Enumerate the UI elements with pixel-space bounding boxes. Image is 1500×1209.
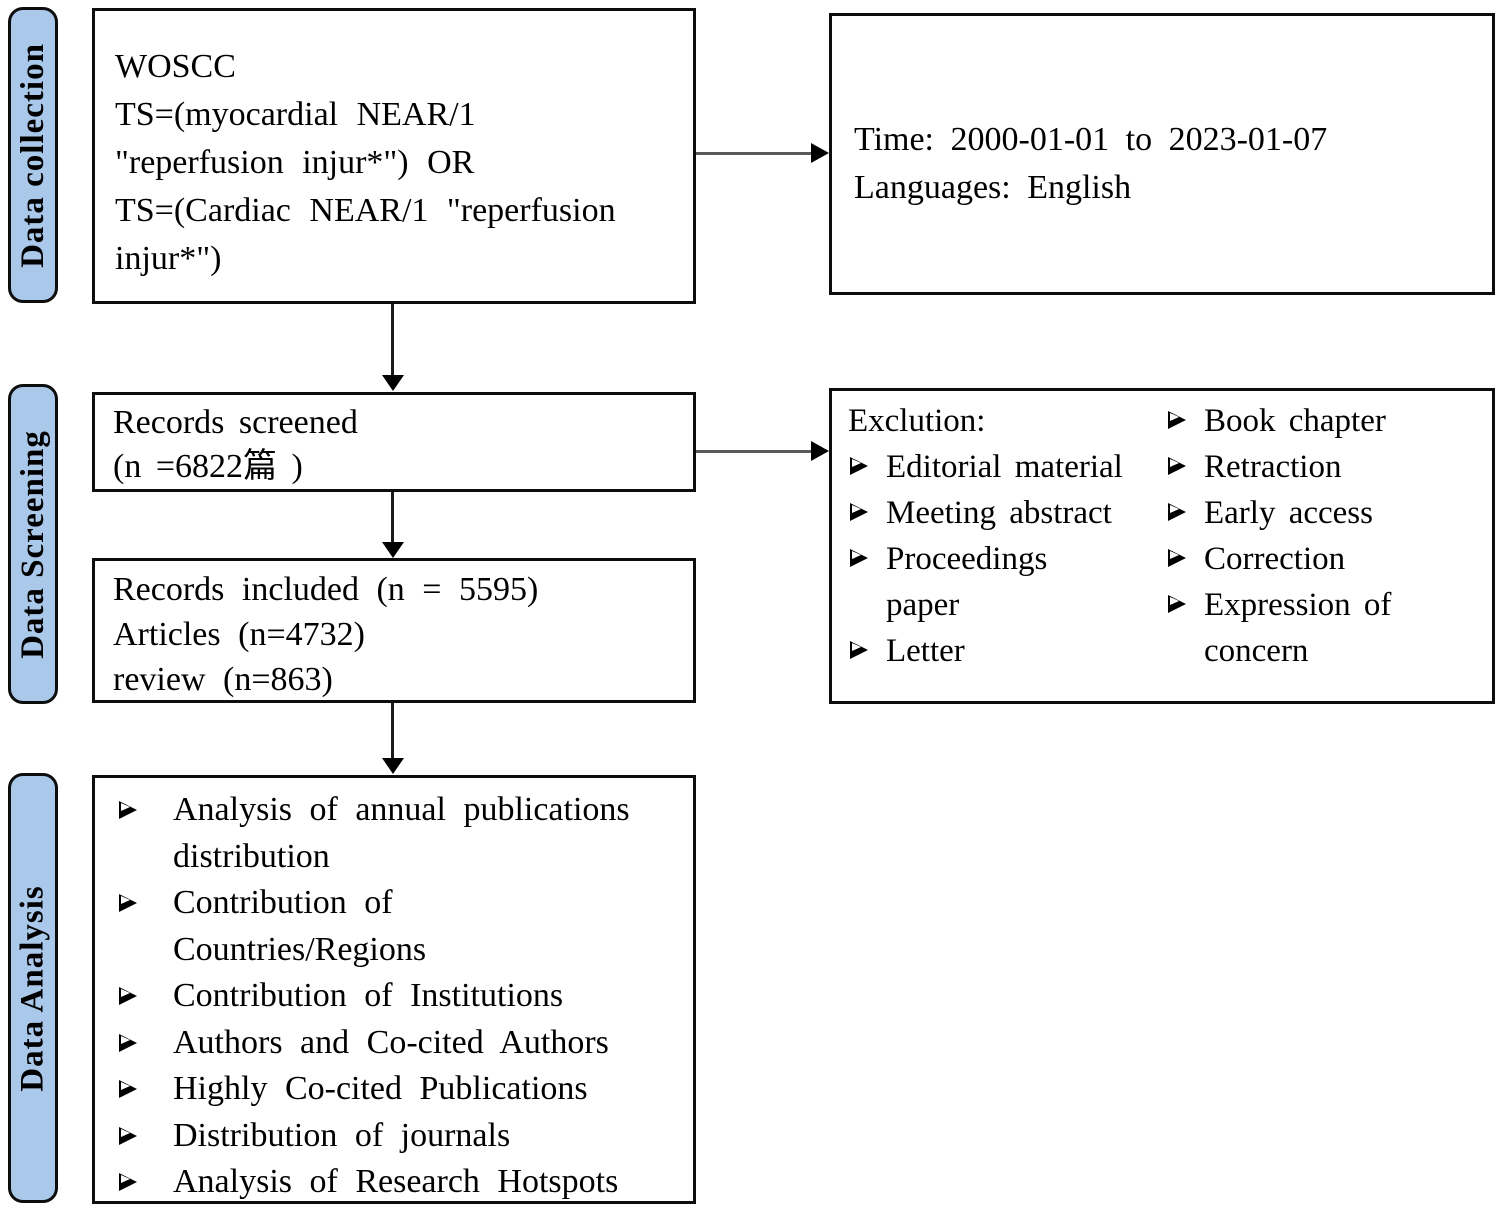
query-line: TS=(Cardiac NEAR/1 "reperfusion [115,192,616,229]
arrowhead-bullet-icon [1168,503,1186,521]
stage-label-text: Data Screening [14,429,51,659]
exclusion-item: Proceedings paper [848,536,1164,628]
exclusion-item: Editorial material [848,444,1164,490]
records-included-box: Records included (n = 5595) Articles (n=… [92,558,696,703]
exclusion-item: Meeting abstract [848,490,1164,536]
arrow-line [391,304,394,377]
stage-label-data-analysis: Data Analysis [8,773,58,1203]
records-screened-title: Records screened [113,404,358,441]
arrow-down-icon [382,542,404,558]
analysis-item: Distribution of journals [115,1113,671,1160]
stage-label-text: Data collection [14,42,51,268]
exclusion-item: Letter [848,628,1164,674]
arrow-down-icon [382,375,404,391]
query-line: TS=(myocardial NEAR/1 [115,96,476,133]
data-analysis-box: Analysis of annual publications distribu… [92,775,696,1204]
arrow-down-icon [382,758,404,774]
review-count: review (n=863) [113,661,333,698]
query-line: "reperfusion injur*") OR [115,144,475,181]
exclusion-title: Exclution: [848,403,986,439]
arrow-line [391,492,394,544]
exclusion-item: Expression of concern [1166,582,1490,674]
analysis-item: Contribution of Institutions [115,973,671,1020]
arrow-right-icon [811,143,829,163]
arrowhead-bullet-icon [119,1033,137,1052]
arrowhead-bullet-icon [119,1126,137,1145]
records-screened-count: (n =6822篇 ) [113,448,303,485]
exclusion-right-column: Book chapter Retraction Early access Cor… [1166,398,1490,674]
records-screened-box: Records screened (n =6822篇 ) [92,392,696,492]
arrow-line [696,152,814,155]
exclusion-left-column: Exclution: Editorial material Meeting ab… [848,398,1164,674]
exclusion-item: Correction [1166,536,1490,582]
arrowhead-bullet-icon [850,457,868,475]
exclusion-box: Exclution: Editorial material Meeting ab… [829,388,1495,704]
arrowhead-bullet-icon [850,549,868,567]
arrowhead-bullet-icon [119,987,137,1005]
arrowhead-bullet-icon [1168,457,1186,475]
records-included-count: Records included (n = 5595) [113,571,539,608]
arrow-right-icon [811,441,829,461]
arrowhead-bullet-icon [850,641,868,659]
analysis-item: Contribution of Countries/Regions [115,880,671,973]
arrowhead-bullet-icon [119,1080,137,1098]
arrowhead-bullet-icon [850,503,868,521]
exclusion-item: Retraction [1166,444,1490,490]
exclusion-item: Book chapter [1166,398,1490,444]
language-text: Languages: English [854,169,1132,206]
database-name: WOSCC [115,48,236,85]
arrow-line [696,450,814,453]
search-query-box: WOSCC TS=(myocardial NEAR/1 "reperfusion… [92,8,696,304]
articles-count: Articles (n=4732) [113,616,365,653]
stage-label-data-screening: Data Screening [8,384,58,704]
arrow-line [391,703,394,760]
analysis-item: Authors and Co-cited Authors [115,1020,671,1067]
arrowhead-bullet-icon [1168,549,1186,567]
exclusion-item: Early access [1166,490,1490,536]
arrowhead-bullet-icon [1168,411,1186,429]
stage-label-data-collection: Data collection [8,7,58,303]
arrowhead-bullet-icon [119,894,137,912]
arrowhead-bullet-icon [1168,595,1186,613]
criteria-box: Time: 2000-01-01 to 2023-01-07 Languages… [829,13,1495,295]
query-line: injur*") [115,240,222,277]
analysis-item: Analysis of Research Hotspots [115,1159,671,1206]
arrowhead-bullet-icon [119,801,137,819]
time-range-text: Time: 2000-01-01 to 2023-01-07 [854,121,1328,158]
stage-label-text: Data Analysis [14,884,51,1092]
analysis-item: Analysis of annual publications distribu… [115,787,671,880]
arrowhead-bullet-icon [119,1173,137,1191]
analysis-item: Highly Co-cited Publications [115,1066,671,1113]
